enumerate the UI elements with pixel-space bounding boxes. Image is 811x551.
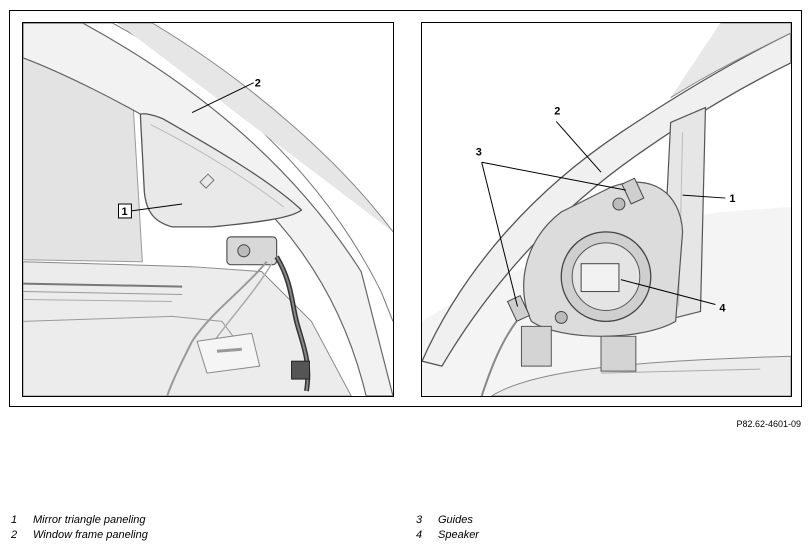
- legend-item: 4 Speaker: [416, 529, 479, 541]
- right-illustration-panel: 2 3 1 4: [421, 22, 792, 397]
- legend-number: 1: [11, 514, 18, 526]
- figure-frame: 1 2: [9, 10, 802, 407]
- right-callout-1: 1: [729, 193, 735, 205]
- left-callout-1: 1: [121, 206, 127, 218]
- legend-item: 1 Mirror triangle paneling: [11, 514, 146, 526]
- right-callout-4: 4: [719, 302, 726, 314]
- legend-number: 4: [416, 529, 423, 541]
- right-callout-3: 3: [476, 146, 482, 158]
- figure-reference-code: P82.62-4601-09: [736, 419, 801, 429]
- right-callout-2: 2: [554, 106, 560, 118]
- legend-item: 3 Guides: [416, 514, 473, 526]
- right-illustration: 2 3 1 4: [422, 23, 791, 396]
- left-illustration: 1 2: [23, 23, 393, 396]
- legend-text: Speaker: [438, 529, 479, 541]
- legend-text: Window frame paneling: [33, 529, 148, 541]
- legend-item: 2 Window frame paneling: [11, 529, 148, 541]
- legend-text: Mirror triangle paneling: [33, 514, 146, 526]
- legend-text: Guides: [438, 514, 473, 526]
- legend-number: 3: [416, 514, 423, 526]
- left-callout-2: 2: [255, 78, 261, 90]
- legend-number: 2: [11, 529, 18, 541]
- left-illustration-panel: 1 2: [22, 22, 394, 397]
